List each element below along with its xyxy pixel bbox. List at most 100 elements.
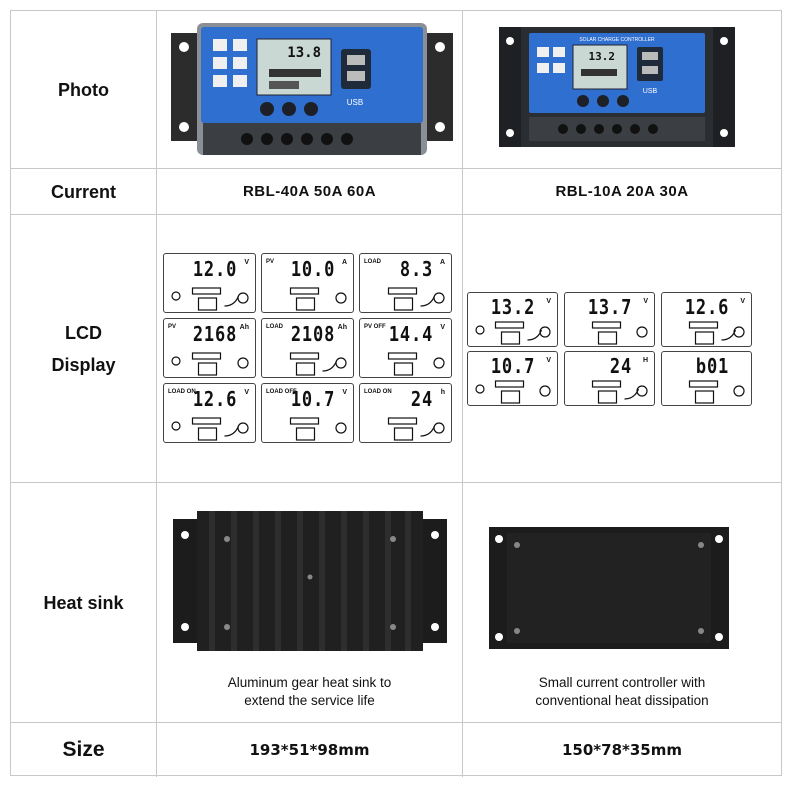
lcd-value: 12.6 [192, 387, 237, 411]
lcd-value: 14.4 [388, 322, 433, 346]
aluminum-heatsink-image [173, 511, 447, 651]
small-screen-title: SOLAR CHARGE CONTROLLER [579, 37, 655, 43]
small-lcd-panel: b01 [661, 351, 752, 406]
big-controller-image: 13.8 USB [171, 23, 453, 155]
lcd-unit: V [244, 389, 249, 396]
current-left: RBL-40A 50A 60A [157, 169, 463, 215]
lcd-glyphs [475, 380, 551, 404]
lcd-glyphs [289, 417, 347, 441]
lcd-unit: A [341, 259, 347, 266]
lcd-unit: H [642, 357, 648, 364]
big-lcd-panel: PV 10.0 A [261, 253, 354, 313]
lcd-unit: V [244, 259, 249, 266]
left-caption-line2: extend the service life [244, 693, 375, 708]
size-left: 193*51*98mm [157, 723, 463, 777]
small-heatsink-image [489, 527, 729, 649]
lcd-glyphs [387, 287, 445, 311]
lcd-glyphs [688, 380, 745, 404]
lcd-unit: V [440, 324, 445, 331]
heatsink-label: Heat sink [43, 592, 124, 613]
lcd-glyphs [171, 417, 249, 441]
current-right: RBL-10A 20A 30A [463, 169, 781, 215]
lcd-unit: Ah [239, 324, 249, 331]
lcd-mode-tag: LOAD [266, 324, 283, 330]
lcd-glyphs [591, 321, 648, 345]
row-label-lcd: LCD Display [11, 215, 157, 483]
lcd-value: 24 [609, 354, 632, 378]
lcd-value: 12.6 [684, 295, 729, 319]
lcd-glyphs [289, 287, 347, 311]
heatsink-right-cell: Small current controller with convention… [463, 483, 781, 723]
lcd-unit: A [439, 259, 445, 266]
lcd-value: 8.3 [399, 257, 433, 281]
lcd-mode-tag: LOAD ON [364, 389, 392, 395]
heatsink-right-caption: Small current controller with convention… [463, 674, 781, 710]
lcd-label-line1: LCD [65, 322, 102, 343]
small-lcd-panel: 13.7 V [564, 292, 655, 347]
lcd-value: 2108 [290, 322, 335, 346]
lcd-mode-tag: LOAD ON [168, 389, 196, 395]
lcd-glyphs [688, 321, 745, 345]
lcd-value: 13.7 [587, 295, 632, 319]
lcd-mode-tag: PV OFF [364, 324, 386, 330]
row-label-size: Size [11, 723, 157, 777]
heatsink-left-cell: Aluminum gear heat sink to extend the se… [157, 483, 463, 723]
lcd-unit: V [546, 357, 551, 364]
size-label: Size [62, 738, 105, 761]
left-caption-line1: Aluminum gear heat sink to [227, 675, 392, 690]
lcd-glyphs [591, 380, 648, 404]
big-lcd-panel: 12.0 V [163, 253, 256, 313]
photo-label: Photo [58, 79, 109, 100]
lcd-glyphs [387, 417, 445, 441]
small-usb-label: USB [643, 88, 658, 95]
small-lcd-panel: 12.6 V [661, 292, 752, 347]
lcd-glyphs [171, 287, 249, 311]
lcd-value: b01 [695, 354, 729, 378]
right-caption-line1: Small current controller with [538, 675, 706, 690]
lcd-unit: V [740, 298, 745, 305]
big-usb-label: USB [347, 98, 363, 107]
right-caption-line2: conventional heat dissipation [535, 693, 709, 708]
lcd-mode-tag: PV [266, 259, 275, 265]
small-controller-image: SOLAR CHARGE CONTROLLER 13.2 USB [499, 27, 735, 147]
lcd-mode-tag: PV [168, 324, 177, 330]
lcd-unit: V [546, 298, 551, 305]
lcd-glyphs [289, 352, 347, 376]
small-lcd-panel: 10.7 V [467, 351, 558, 406]
lcd-glyphs [387, 352, 445, 376]
photo-big-controller-cell: 13.8 USB [157, 11, 463, 169]
big-screen-value: 13.8 [287, 45, 321, 61]
lcd-value: 10.7 [490, 354, 535, 378]
lcd-value: 12.0 [192, 257, 237, 281]
lcd-unit: h [440, 389, 445, 396]
lcd-unit: V [643, 298, 648, 305]
row-label-heatsink: Heat sink [11, 483, 157, 723]
lcd-glyphs [171, 352, 249, 376]
row-label-current: Current [11, 169, 157, 215]
lcd-value: 10.0 [290, 257, 335, 281]
lcd-value: 24 [410, 387, 433, 411]
comparison-table: Photo 13.8 USB [10, 10, 782, 777]
current-label: Current [50, 181, 116, 202]
small-screen-value: 13.2 [589, 50, 616, 63]
lcd-label-line2: Display [51, 354, 116, 375]
photo-small-controller-cell: SOLAR CHARGE CONTROLLER 13.2 USB [463, 11, 781, 169]
big-lcd-panel: LOAD ON 24 h [359, 383, 452, 443]
lcd-value: 2168 [192, 322, 237, 346]
lcd-unit: V [342, 389, 347, 396]
lcd-glyphs [475, 321, 551, 345]
lcd-value: 10.7 [290, 387, 335, 411]
lcd-mode-tag: LOAD OFF [266, 389, 297, 395]
row-label-photo: Photo [11, 11, 157, 169]
